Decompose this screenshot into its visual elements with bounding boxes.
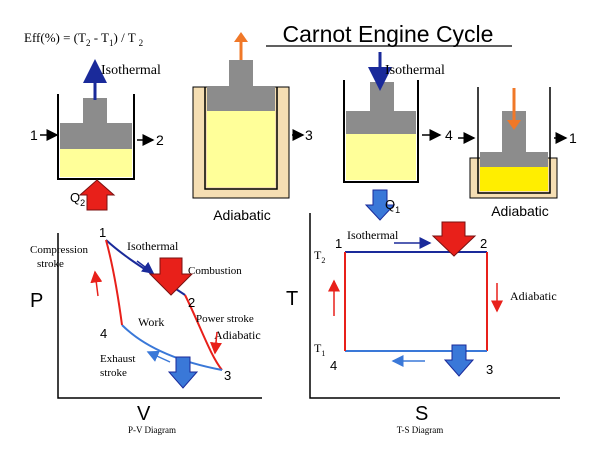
q1-label: Q1 <box>385 197 400 215</box>
ts-axes <box>309 213 560 399</box>
pv-diagram: P V P-V Diagram 1 2 3 4 Compression stro… <box>30 225 262 435</box>
pv-axis-y: P <box>30 290 43 312</box>
ts-heat-out-arrow <box>443 344 475 377</box>
ts-point-2: 2 <box>480 236 487 251</box>
pv-axis-x: V <box>137 403 151 425</box>
pv-heat-out-arrow <box>167 356 199 389</box>
ts-point-1: 1 <box>335 236 342 251</box>
piston-1 <box>60 123 132 149</box>
pv-point-4: 4 <box>100 326 107 341</box>
pv-axes <box>57 233 262 399</box>
pv-label-stroke-1: stroke <box>37 258 64 270</box>
ts-t2-label: T2 <box>314 248 325 265</box>
pv-caption: P-V Diagram <box>128 425 176 435</box>
cylinder-1 <box>57 94 135 180</box>
pv-curve-isothermal-cold <box>121 324 223 371</box>
ts-label-adiabatic: Adiabatic <box>510 289 557 303</box>
ts-axis-x: S <box>415 403 428 425</box>
page-title: Carnot Engine Cycle <box>283 21 494 47</box>
pv-curve-adiabatic-compression <box>105 239 123 326</box>
pv-label-power-stroke: Power stroke <box>196 313 254 325</box>
pv-label-combustion: Combustion <box>188 265 242 277</box>
ts-point-4: 4 <box>330 358 337 373</box>
isothermal-label-left: Isothermal <box>101 63 161 78</box>
pv-label-adiabatic: Adiabatic <box>214 328 261 342</box>
pv-arrow-power <box>210 331 222 355</box>
cylinder-3 <box>343 80 419 183</box>
ts-heat-in-arrow <box>431 221 477 257</box>
pv-label-work: Work <box>138 315 164 329</box>
pv-label-exhaust: Exhaust <box>100 353 135 365</box>
ts-axis-y: T <box>286 288 298 310</box>
efficiency-formula: Eff(%) = (T2 - T1) / T 2 <box>24 30 143 48</box>
step-label-3: 3 <box>305 127 313 143</box>
ts-label-isothermal: Isothermal <box>347 228 399 242</box>
pv-arrow-compression <box>90 270 103 297</box>
cylinder-2 <box>192 60 290 199</box>
piston-4 <box>480 152 548 167</box>
heat-out-arrow <box>364 189 396 221</box>
pv-label-compression: Compression <box>30 244 89 256</box>
pv-arrow-exhaust <box>146 350 171 363</box>
piston-2 <box>207 86 275 111</box>
pv-arrow-isothermal <box>136 260 155 274</box>
step-label-1b: 1 <box>569 130 577 146</box>
isothermal-label-right: Isothermal <box>385 63 445 78</box>
pv-label-stroke-2: stroke <box>100 367 127 379</box>
ts-point-3: 3 <box>486 362 493 377</box>
heat-in-arrow <box>78 179 116 211</box>
pv-label-isothermal: Isothermal <box>127 239 179 253</box>
pv-point-1: 1 <box>99 225 106 240</box>
ts-caption: T-S Diagram <box>397 425 443 435</box>
pv-point-2: 2 <box>188 295 195 310</box>
pv-point-3: 3 <box>224 368 231 383</box>
step-label-1a: 1 <box>30 127 38 143</box>
adiabatic-label-left: Adiabatic <box>213 207 271 223</box>
q2-label: Q2 <box>70 190 85 208</box>
ts-t1-label: T1 <box>314 341 325 358</box>
adiabatic-label-right: Adiabatic <box>491 203 549 219</box>
step-label-4: 4 <box>445 127 453 143</box>
piston-3 <box>346 111 416 134</box>
step-label-2: 2 <box>156 132 164 148</box>
pv-curve-adiabatic-expansion <box>184 294 223 371</box>
pv-heat-in-arrow <box>148 257 194 296</box>
ts-diagram: T S T-S Diagram 1 2 3 4 T2 T1 Isothermal… <box>286 213 560 435</box>
